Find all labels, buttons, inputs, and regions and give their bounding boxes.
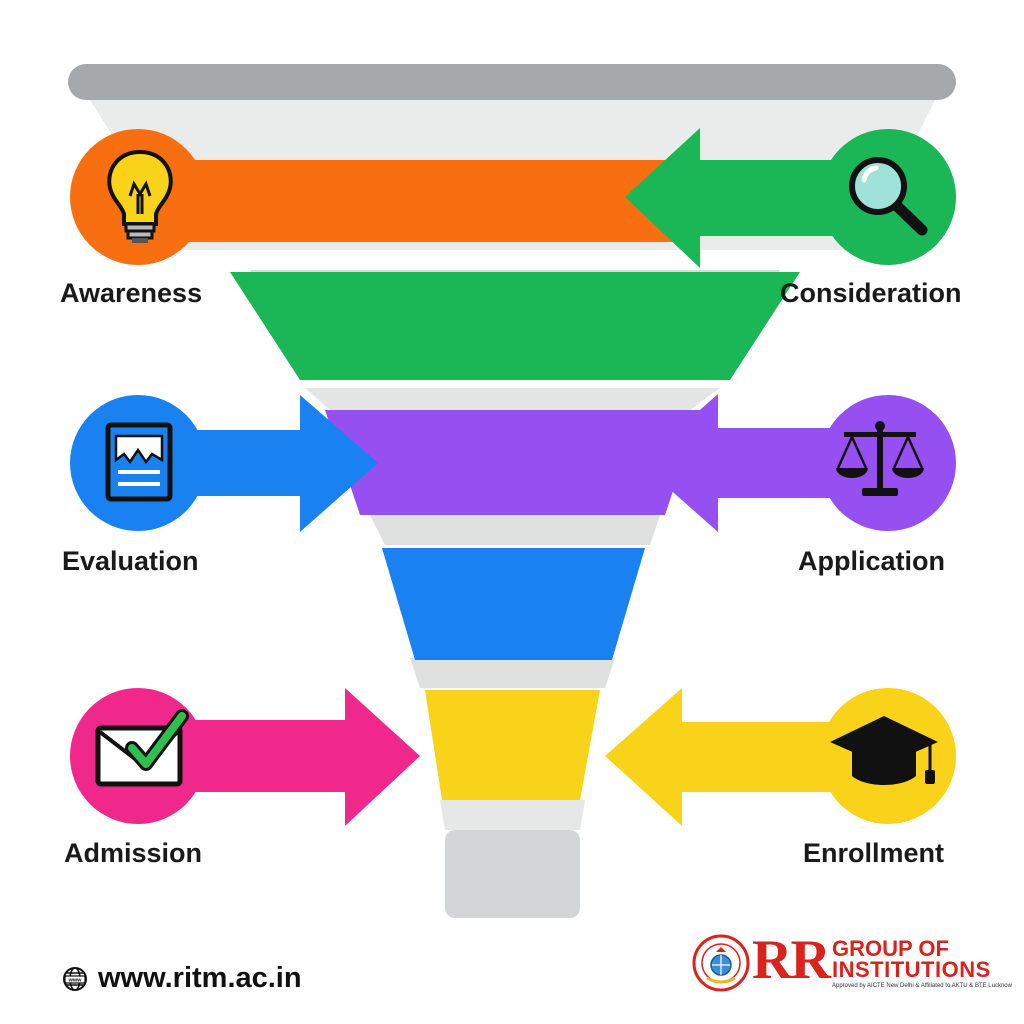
label-enrollment: Enrollment	[803, 838, 945, 868]
label-consideration: Consideration	[780, 278, 962, 308]
funnel-rim	[68, 64, 956, 100]
funnel-band-enrollment	[425, 690, 600, 800]
stage-enrollment	[605, 688, 956, 826]
brand-tagline: Approved by AICTE New Delhi & Affiliated…	[832, 983, 1012, 989]
graduation-cap-icon	[830, 716, 938, 785]
funnel-band-application	[325, 410, 700, 515]
envelope-check-icon	[95, 709, 189, 787]
stage-evaluation	[70, 395, 378, 532]
website-url[interactable]: www.ritm.ac.in	[98, 962, 302, 994]
label-awareness: Awareness	[60, 278, 203, 308]
website-link[interactable]: www www.ritm.ac.in	[62, 962, 302, 995]
awareness-bar	[140, 160, 700, 242]
brand-rr: RR	[752, 929, 831, 991]
lightbulb-icon	[107, 149, 173, 243]
globe-icon: www	[63, 966, 87, 991]
document-icon	[105, 422, 173, 502]
consideration-arrow	[625, 128, 880, 268]
stage-admission	[70, 688, 420, 826]
scales-icon	[836, 421, 924, 496]
evaluation-arrow	[140, 395, 378, 532]
funnel-band-evaluation	[382, 548, 645, 660]
brand-logo: RR GROUP OF INSTITUTIONS Approved by AIC…	[692, 929, 1012, 994]
institution-seal-icon	[692, 934, 750, 992]
label-admission: Admission	[64, 838, 203, 868]
application-badge	[820, 395, 956, 531]
label-application: Application	[798, 546, 945, 576]
stage-awareness	[70, 129, 700, 265]
stage-application	[640, 394, 956, 532]
label-evaluation: Evaluation	[62, 546, 199, 576]
admission-arrow	[140, 688, 420, 826]
enrollment-arrow	[605, 688, 880, 826]
brand-line1: GROUP OF	[832, 936, 949, 961]
brand-line2: INSTITUTIONS	[832, 957, 991, 982]
svg-text:www: www	[68, 977, 83, 983]
magnifying-glass-icon	[849, 157, 928, 236]
stage-consideration	[625, 128, 956, 268]
funnel-band-consideration	[230, 272, 800, 380]
application-arrow	[640, 394, 880, 532]
